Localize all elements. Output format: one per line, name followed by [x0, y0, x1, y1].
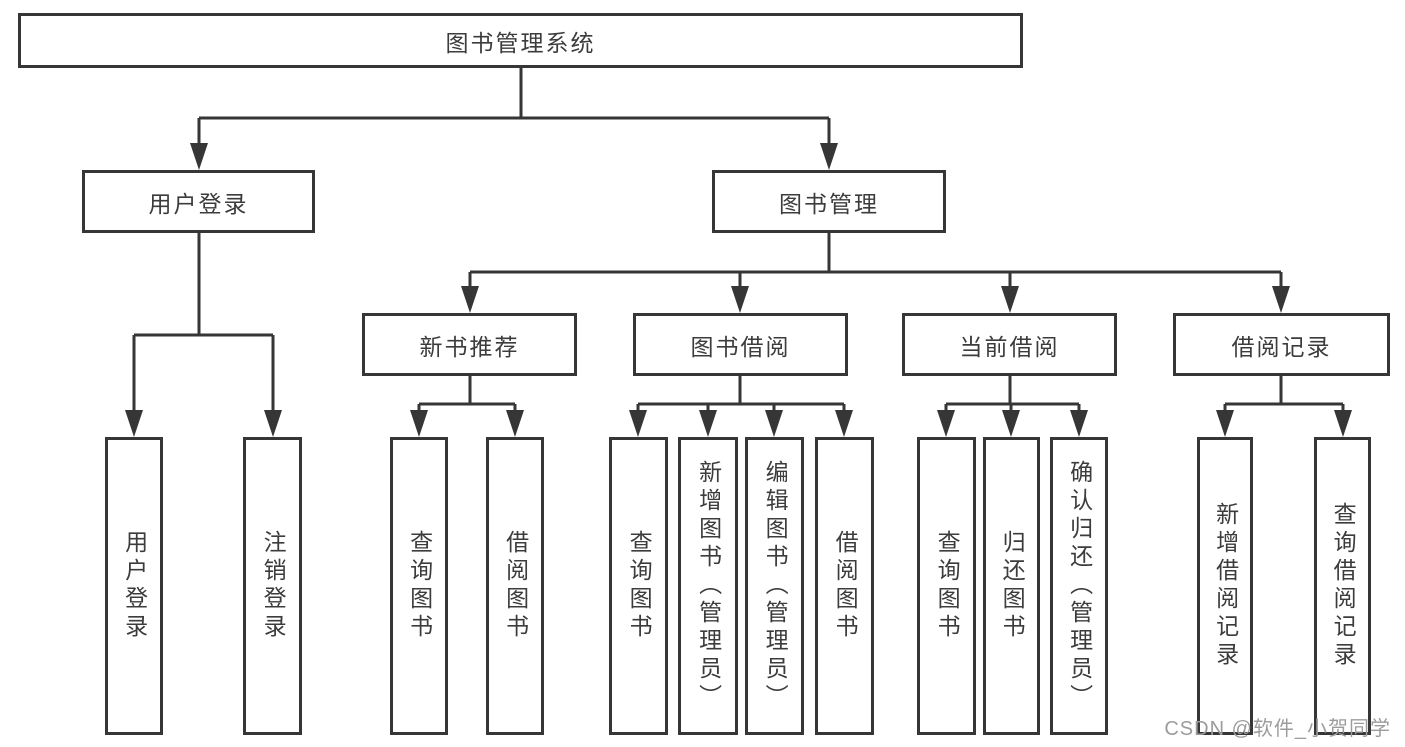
connector-new-book-recommend-to-leaves	[410, 376, 524, 437]
connector-borrow-records-to-leaves	[1216, 376, 1352, 437]
node-root: 图书管理系统	[18, 13, 1023, 68]
leaf-logout-login: 注销登录	[243, 437, 302, 735]
node-book-management: 图书管理	[712, 170, 946, 233]
leaf-confirm-return-admin: 确认归还（管理员）	[1050, 437, 1108, 735]
leaf-query-borrow-record-label: 查询借阅记录	[1330, 502, 1357, 670]
node-root-label: 图书管理系统	[445, 29, 596, 56]
leaf-edit-books-admin-label: 编辑图书（管理员）	[762, 460, 789, 712]
leaf-add-books-admin: 新增图书（管理员）	[678, 437, 738, 735]
leaf-recommend-query-books-label: 查询图书	[406, 530, 433, 642]
node-book-borrow: 图书借阅	[633, 313, 848, 376]
leaf-edit-books-admin: 编辑图书（管理员）	[745, 437, 804, 735]
node-book-borrow-label: 图书借阅	[690, 333, 791, 360]
leaf-borrow-query-books-label: 查询图书	[626, 530, 653, 642]
leaf-borrow-borrow-books: 借阅图书	[815, 437, 874, 735]
node-borrow-records: 借阅记录	[1173, 313, 1390, 376]
connector-book-management-to-level3	[461, 233, 1290, 313]
node-new-book-recommend-label: 新书推荐	[419, 333, 520, 360]
leaf-return-books: 归还图书	[983, 437, 1040, 735]
leaf-query-borrow-record: 查询借阅记录	[1314, 437, 1371, 735]
node-user-login: 用户登录	[82, 170, 315, 233]
leaf-recommend-borrow-books-label: 借阅图书	[502, 530, 529, 642]
leaf-current-query-books-label: 查询图书	[934, 530, 961, 642]
leaf-current-query-books: 查询图书	[917, 437, 976, 735]
node-book-management-label: 图书管理	[779, 190, 879, 217]
leaf-add-borrow-record-label: 新增借阅记录	[1212, 502, 1239, 670]
leaf-user-login: 用户登录	[105, 437, 163, 735]
node-new-book-recommend: 新书推荐	[362, 313, 577, 376]
connector-book-borrow-to-leaves	[629, 376, 853, 437]
leaf-recommend-borrow-books: 借阅图书	[486, 437, 544, 735]
leaf-confirm-return-admin-label: 确认归还（管理员）	[1066, 460, 1093, 712]
leaf-user-login-label: 用户登录	[121, 530, 148, 642]
leaf-add-books-admin-label: 新增图书（管理员）	[695, 460, 722, 712]
leaf-logout-login-label: 注销登录	[260, 530, 287, 642]
leaf-return-books-label: 归还图书	[999, 530, 1026, 642]
connector-current-borrow-to-leaves	[937, 376, 1088, 437]
leaf-borrow-borrow-books-label: 借阅图书	[832, 530, 859, 642]
node-user-login-label: 用户登录	[148, 190, 249, 217]
csdn-watermark: CSDN @软件_小贺同学	[1164, 718, 1391, 740]
leaf-borrow-query-books: 查询图书	[609, 437, 668, 735]
node-current-borrow-label: 当前借阅	[959, 333, 1060, 360]
connector-user-login-to-leaves	[125, 233, 282, 437]
leaf-add-borrow-record: 新增借阅记录	[1197, 437, 1253, 735]
leaf-recommend-query-books: 查询图书	[390, 437, 448, 735]
node-current-borrow: 当前借阅	[902, 313, 1117, 376]
connector-root-to-level2	[190, 68, 838, 170]
node-borrow-records-label: 借阅记录	[1231, 333, 1332, 360]
